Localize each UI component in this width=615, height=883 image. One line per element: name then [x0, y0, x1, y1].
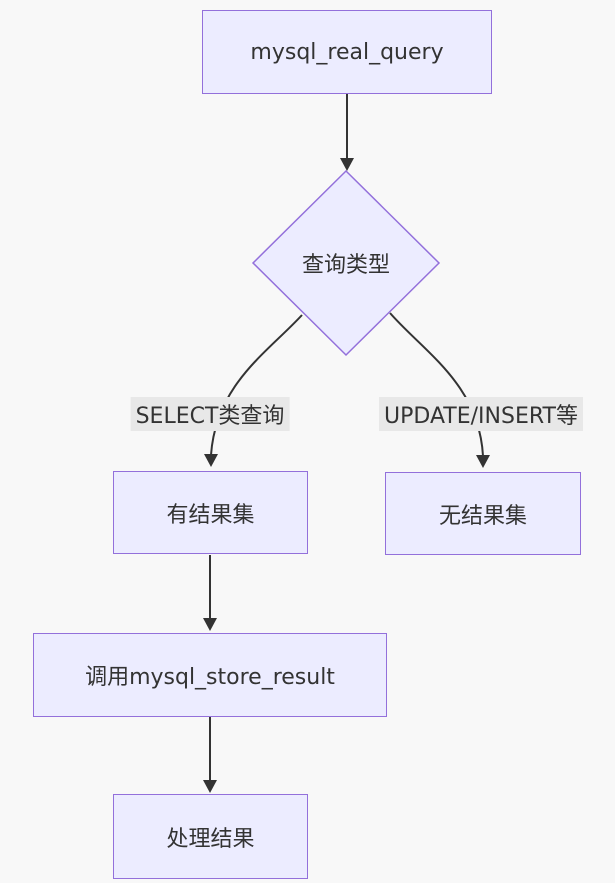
node-no-result-set: 无结果集 [385, 472, 581, 555]
edge-querytype-to-hasresult [210, 314, 303, 456]
arrowhead-hasresult-to-storeresult [203, 618, 217, 631]
node-mysql-real-query: mysql_real_query [202, 10, 492, 94]
arrowhead-querytype-to-hasresult [204, 454, 218, 467]
arrowhead-start-to-querytype [340, 158, 354, 171]
node-call-mysql-store-result: 调用mysql_store_result [33, 633, 387, 717]
edge-label-update-insert: UPDATE/INSERT等 [379, 397, 583, 431]
node-query-type-diamond [251, 169, 441, 357]
arrowhead-storeresult-to-processresult [203, 780, 217, 793]
edge-label-select-query: SELECT类查询 [130, 397, 290, 431]
arrowhead-querytype-to-noresult [476, 455, 490, 468]
node-query-type-label: 查询类型 [301, 253, 391, 278]
node-process-result: 处理结果 [113, 794, 308, 879]
edge-querytype-to-noresult [389, 312, 484, 457]
node-has-result-set: 有结果集 [113, 471, 308, 554]
